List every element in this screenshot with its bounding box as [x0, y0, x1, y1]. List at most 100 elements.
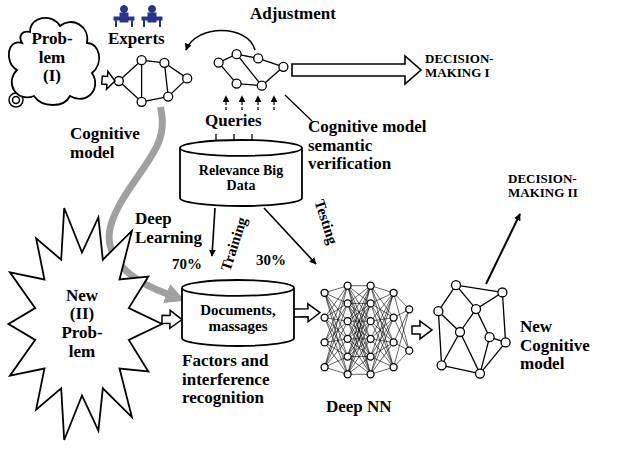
desk-leg [143, 20, 145, 27]
network-link [442, 365, 480, 373]
network-link [460, 332, 480, 374]
network-node [476, 369, 485, 378]
network-node [390, 289, 397, 296]
network-node [232, 50, 241, 59]
network-graphs [114, 50, 510, 378]
training-label: Training [218, 215, 251, 273]
network-link [502, 292, 505, 342]
network-node [485, 333, 494, 342]
query-arrow [241, 96, 242, 110]
percent-label: 30% [256, 252, 296, 269]
network-node [257, 81, 266, 90]
cognitive-model-network: Cognitive model [115, 55, 191, 107]
node-text: Deep NN [326, 398, 416, 417]
network-node [160, 58, 169, 67]
network-node [321, 314, 328, 321]
leader-line [285, 95, 312, 121]
node-text: Cognitive model [70, 125, 152, 162]
network-node [367, 318, 374, 325]
queries-label: Queries [205, 112, 277, 131]
factors-label: Factors and interference recognition [182, 352, 294, 408]
network-link [456, 285, 502, 292]
flow-arrow [294, 304, 320, 322]
cognitive-model-network-graph [114, 56, 191, 107]
node-text: New Cognitive model [520, 318, 602, 374]
network-link [442, 332, 460, 365]
decision-label: DECISION-MAKING I [425, 52, 515, 81]
network-node [344, 335, 351, 342]
network-link [348, 286, 371, 304]
node-text: Documents, massages [190, 302, 286, 335]
network-node [498, 288, 507, 297]
decision-label: DECISION-MAKING II [508, 172, 603, 201]
network-node [137, 56, 146, 65]
problem-cloud: Prob- lem (I) [2, 8, 102, 108]
deep-network: Deep NN [320, 268, 412, 392]
experts-label: Experts [108, 30, 180, 49]
network-node [164, 92, 173, 101]
network-node [456, 328, 465, 337]
network-node [254, 54, 263, 63]
network-node [367, 335, 374, 342]
network-node [344, 318, 351, 325]
adjusted-model-graph [214, 50, 288, 90]
new-cognitive-model-network: New Cognitive model [432, 280, 512, 384]
percent-label: 70% [172, 256, 212, 273]
new-cognitive-model-network-graph [434, 281, 510, 378]
flow-arrow [412, 321, 432, 339]
network-node [367, 353, 374, 360]
training-split-arrow [212, 208, 215, 256]
network-link [348, 357, 371, 375]
network-node [406, 306, 413, 313]
testing-label: Testing [311, 198, 341, 247]
flow-arrow [162, 310, 182, 328]
expert-head [149, 6, 156, 13]
network-link [480, 342, 506, 373]
network-link [438, 311, 441, 365]
node-text: New (II) Prob- lem [59, 287, 105, 362]
query-arrow [257, 96, 258, 110]
database-cylinder: Relevance Big Data [180, 140, 302, 206]
network-link [348, 286, 371, 375]
network-node [367, 282, 374, 289]
network-node [367, 300, 374, 307]
network-node [321, 364, 328, 371]
experts-icon [114, 6, 162, 28]
deep-learning-label: Deep Learning [135, 210, 209, 247]
network-node [279, 62, 288, 71]
network-node [344, 300, 351, 307]
network-link [348, 357, 371, 375]
desk-leg [131, 20, 133, 27]
expert-desk [114, 17, 134, 20]
network-node [214, 58, 223, 67]
query-arrow [225, 96, 226, 110]
network-node [437, 361, 446, 370]
network-node [434, 307, 443, 316]
network-node [183, 74, 192, 83]
network-link [348, 286, 371, 304]
network-node [406, 347, 413, 354]
network-node [390, 314, 397, 321]
decision-arrow [292, 56, 421, 84]
flow-arrow [102, 71, 115, 89]
verification-label: Cognitive model semantic verification [308, 118, 440, 174]
node-text: Prob- lem (I) [29, 30, 75, 86]
network-node [344, 371, 351, 378]
network-node [344, 353, 351, 360]
adjustment-label: Adjustment [250, 5, 350, 24]
query-arrows [226, 96, 274, 110]
node-text: Relevance Big Data [198, 163, 284, 194]
query-arrow [273, 96, 274, 110]
decision-arrow [486, 214, 520, 284]
network-link [141, 60, 142, 102]
adjustment-arrow [186, 31, 255, 51]
desk-leg [159, 20, 161, 27]
network-node [137, 97, 146, 106]
network-link [348, 321, 371, 374]
network-node [472, 305, 481, 314]
network-node [501, 338, 510, 347]
documents-cylinder-outline [182, 280, 294, 346]
desk-leg [115, 20, 117, 27]
network-node [321, 289, 328, 296]
